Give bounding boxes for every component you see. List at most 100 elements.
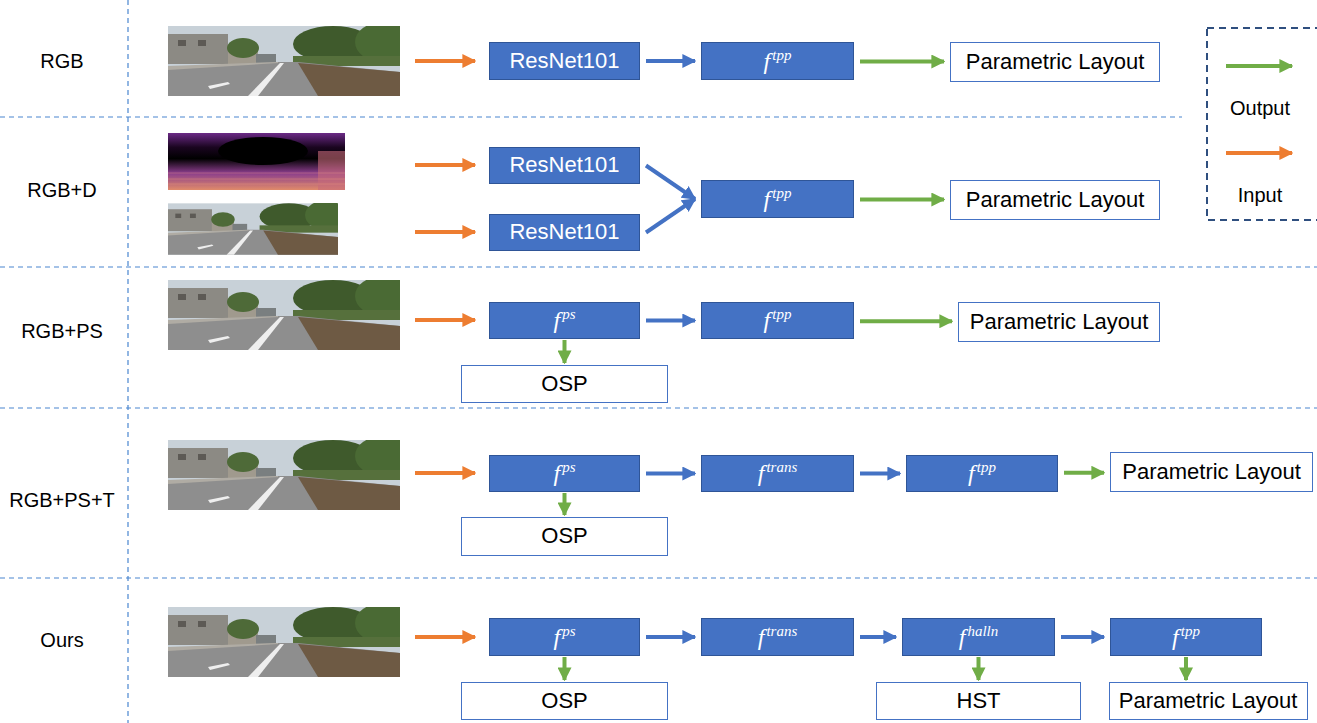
module-box: fps [489, 618, 640, 656]
flow-arrow [646, 472, 695, 476]
output-box: Parametric Layout [950, 42, 1160, 82]
module-box: ResNet101 [489, 147, 640, 184]
flow-arrow [646, 166, 695, 200]
text-group: Parametric Layout [1122, 459, 1301, 485]
text-group: fps [553, 623, 575, 652]
box-label: OSP [541, 371, 587, 397]
legend-label: Input [1238, 184, 1282, 207]
output-box: Parametric Layout [1109, 682, 1308, 720]
flow-arrow [563, 657, 567, 680]
text-group: ResNet101 [509, 152, 619, 178]
text-group: OSP [541, 371, 587, 397]
module-box: ResNet101 [489, 214, 640, 251]
row-label: RGB+PS [21, 320, 103, 343]
module-box: ftpp [701, 302, 854, 339]
module-box: fhalln [902, 618, 1055, 656]
text-group: ftrans [758, 459, 798, 488]
superscript: tpp [1181, 624, 1200, 639]
superscript: tpp [772, 186, 791, 201]
flow-arrow [977, 657, 981, 680]
module-box: ftpp [701, 180, 854, 218]
row-label: Ours [40, 629, 83, 652]
box-label: Parametric Layout [966, 49, 1145, 75]
module-box: ResNet101 [489, 42, 640, 80]
flow-arrow [646, 635, 695, 639]
text-group: ftpp [764, 47, 792, 76]
box-label: OSP [541, 523, 587, 549]
text-group: fps [553, 306, 575, 335]
function-symbol: f [764, 306, 771, 335]
row-label: RGB+PS+T [9, 489, 115, 512]
flow-arrow [646, 199, 695, 233]
function-symbol: f [764, 47, 771, 76]
row-label: RGB+D [27, 179, 96, 202]
function-symbol: f [553, 459, 560, 488]
box-label: OSP [541, 688, 587, 714]
superscript: tpp [772, 48, 791, 63]
text-group: Parametric Layout [966, 187, 1145, 213]
superscript: ps [562, 460, 575, 475]
superscript: ps [562, 307, 575, 322]
flow-arrow [1184, 657, 1188, 680]
flow-arrow [646, 319, 695, 323]
flow-arrow [860, 635, 896, 639]
text-group: OSP [541, 523, 587, 549]
output-box: Parametric Layout [958, 302, 1160, 342]
function-symbol: f [764, 185, 771, 214]
legend-label: Output [1230, 97, 1290, 120]
text-group: fhalln [959, 623, 999, 652]
function-symbol: f [758, 459, 765, 488]
output-box: OSP [461, 365, 668, 403]
legend-box [1207, 28, 1317, 220]
module-box: ftrans [701, 455, 854, 492]
function-symbol: f [968, 459, 975, 488]
output-box: OSP [461, 682, 668, 720]
flow-arrow [860, 319, 952, 323]
box-label: ResNet101 [509, 219, 619, 245]
box-label: ResNet101 [509, 152, 619, 178]
box-label: Parametric Layout [1122, 459, 1301, 485]
superscript: halln [967, 624, 998, 639]
text-group: ResNet101 [509, 219, 619, 245]
module-box: ftpp [701, 42, 854, 80]
text-group: Parametric Layout [970, 309, 1149, 335]
function-symbol: f [553, 623, 560, 652]
row-label: RGB [40, 50, 83, 73]
text-group: ftpp [764, 185, 792, 214]
box-label: HST [957, 688, 1001, 714]
superscript: tpp [977, 460, 996, 475]
input-images [168, 22, 411, 677]
function-symbol: f [553, 306, 560, 335]
text-group: ftrans [758, 623, 798, 652]
flow-arrow [860, 198, 944, 202]
text-group: OSP [541, 688, 587, 714]
module-box: ftrans [701, 618, 854, 656]
text-group: ftpp [764, 306, 792, 335]
flow-arrow [860, 472, 900, 476]
text-group: ResNet101 [509, 48, 619, 74]
superscript: trans [766, 624, 797, 639]
output-box: Parametric Layout [1110, 452, 1313, 492]
superscript: tpp [772, 307, 791, 322]
function-symbol: f [758, 623, 765, 652]
flow-arrow [563, 493, 567, 515]
function-symbol: f [1172, 623, 1179, 652]
text-group: ftpp [968, 459, 996, 488]
module-box: fps [489, 302, 640, 339]
box-label: Parametric Layout [966, 187, 1145, 213]
output-box: Parametric Layout [950, 180, 1160, 220]
box-label: Parametric Layout [1119, 688, 1298, 714]
module-box: ftpp [1110, 618, 1262, 656]
module-box: ftpp [906, 455, 1058, 492]
flow-arrow [563, 340, 567, 363]
output-box: HST [876, 682, 1081, 720]
flow-arrow [646, 59, 695, 63]
text-group: fps [553, 459, 575, 488]
box-label: ResNet101 [509, 48, 619, 74]
text-group: ftpp [1172, 623, 1200, 652]
